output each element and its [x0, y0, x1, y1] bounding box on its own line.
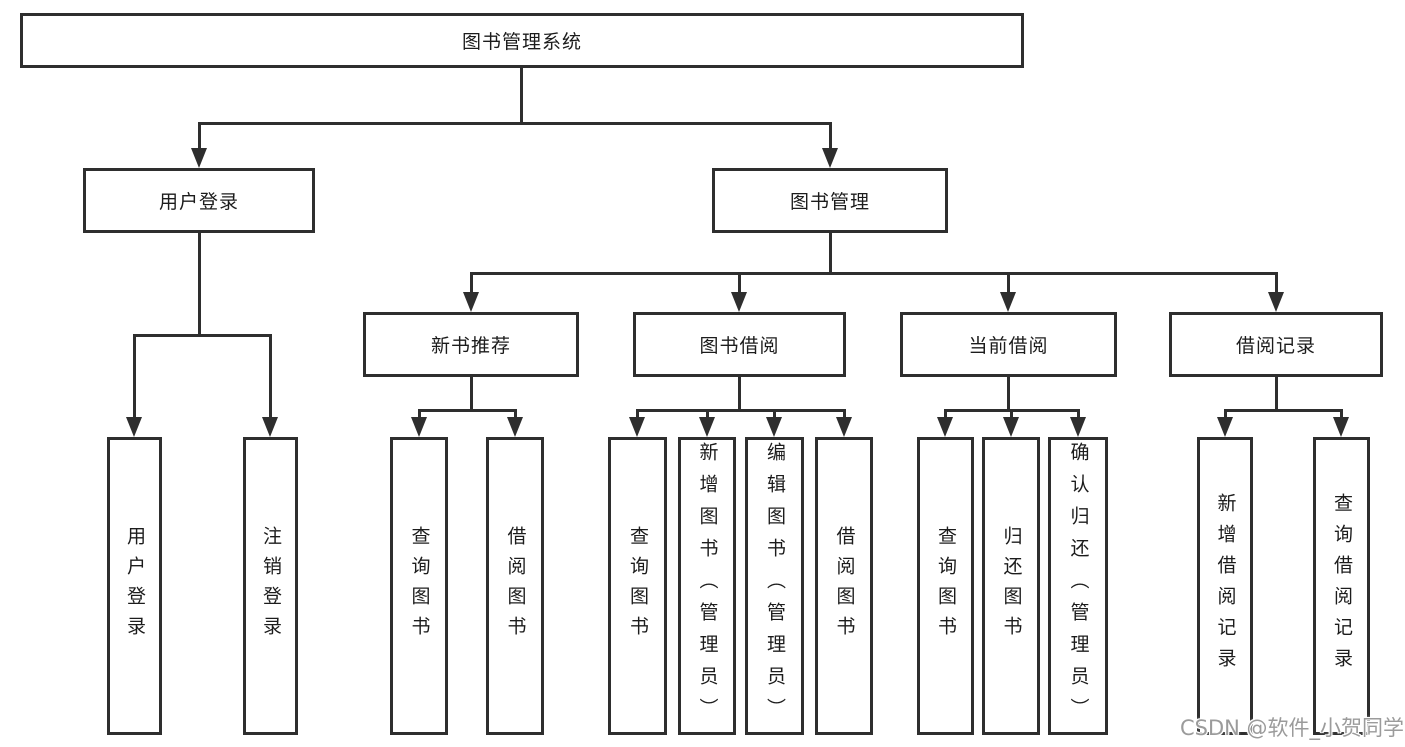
node-user-login-leaf: 用户登录	[107, 437, 162, 735]
node-query-book-borrow-label: 查询图书	[627, 526, 649, 646]
arrowhead-r1	[1217, 417, 1233, 437]
node-book-management-label: 图书管理	[789, 191, 870, 213]
connector-drop-current	[1007, 272, 1010, 293]
node-return-book-label: 归还图书	[1000, 526, 1023, 646]
node-logout-label: 注销登录	[260, 526, 282, 646]
arrowhead-nb2	[507, 417, 523, 437]
connector-drop-c3	[1077, 409, 1080, 417]
connector-drop-b2	[706, 409, 709, 417]
node-add-book-admin: 新增图书（管理员）	[678, 437, 736, 735]
node-confirm-return-admin-label: 确认归还（管理员）	[1067, 442, 1090, 730]
connector-newbook-stub	[470, 377, 473, 409]
node-query-book-newbook-label: 查询图书	[408, 526, 431, 646]
node-user-login-label: 用户登录	[158, 191, 239, 213]
node-user-login-leaf-label: 用户登录	[124, 526, 146, 646]
arrowhead-newbook	[463, 292, 479, 312]
connector-newbook-rail	[418, 409, 517, 412]
arrowhead-login	[191, 148, 207, 168]
connector-records-rail	[1224, 409, 1343, 412]
connector-mgmt-stub	[829, 233, 832, 272]
connector-drop-mgmt	[829, 122, 832, 150]
connector-drop-login	[198, 122, 201, 150]
node-borrow-book-borrow: 借阅图书	[815, 437, 873, 735]
connector-drop-b4	[843, 409, 846, 417]
connector-drop-b3	[773, 409, 776, 417]
arrowhead-borrow	[731, 292, 747, 312]
node-new-book-recommend: 新书推荐	[363, 312, 579, 377]
connector-level2-rail	[198, 122, 832, 125]
connector-root-stub	[520, 68, 523, 122]
arrowhead-nb1	[411, 417, 427, 437]
connector-drop-r2	[1340, 409, 1343, 417]
connector-level3-rail	[470, 272, 1278, 275]
node-add-borrow-record: 新增借阅记录	[1197, 437, 1253, 735]
connector-records-stub	[1275, 377, 1278, 409]
node-edit-book-admin-label: 编辑图书（管理员）	[764, 442, 786, 730]
connector-drop-nb1	[418, 409, 421, 417]
connector-drop-nb2	[514, 409, 517, 417]
node-query-book-newbook: 查询图书	[390, 437, 448, 735]
arrowhead-b1	[629, 417, 645, 437]
connector-drop-b1	[636, 409, 639, 417]
arrowhead-login-leaf2	[262, 417, 278, 437]
node-book-management: 图书管理	[712, 168, 948, 233]
connector-drop-records	[1275, 272, 1278, 293]
connector-login-rail	[133, 334, 272, 337]
connector-drop-newbook	[470, 272, 473, 293]
node-current-borrow-label: 当前借阅	[968, 335, 1049, 357]
arrowhead-current	[1000, 292, 1016, 312]
node-logout: 注销登录	[243, 437, 298, 735]
arrowhead-login-leaf1	[126, 417, 142, 437]
arrowhead-records	[1268, 292, 1284, 312]
node-borrow-records-label: 借阅记录	[1235, 335, 1316, 357]
node-confirm-return-admin: 确认归还（管理员）	[1048, 437, 1108, 735]
arrowhead-b4	[836, 417, 852, 437]
node-edit-book-admin: 编辑图书（管理员）	[745, 437, 804, 735]
connector-drop-r1	[1224, 409, 1227, 417]
node-query-borrow-record: 查询借阅记录	[1313, 437, 1370, 735]
node-book-borrow: 图书借阅	[633, 312, 846, 377]
node-current-borrow: 当前借阅	[900, 312, 1117, 377]
arrowhead-c2	[1003, 417, 1019, 437]
node-add-borrow-record-label: 新增借阅记录	[1214, 493, 1237, 679]
connector-drop-login-leaf2	[269, 334, 272, 417]
node-query-book-current: 查询图书	[917, 437, 974, 735]
connector-drop-borrow	[738, 272, 741, 293]
connector-current-stub	[1007, 377, 1010, 409]
arrowhead-mgmt	[822, 148, 838, 168]
watermark-text: CSDN @软件_小贺同学	[1180, 716, 1405, 740]
arrowhead-r2	[1333, 417, 1349, 437]
node-query-book-current-label: 查询图书	[935, 526, 957, 646]
arrowhead-c3	[1070, 417, 1086, 437]
node-library-system-label: 图书管理系统	[461, 31, 582, 53]
connector-drop-c1	[944, 409, 947, 417]
node-return-book: 归还图书	[982, 437, 1040, 735]
node-library-system: 图书管理系统	[20, 13, 1024, 68]
arrowhead-c1	[937, 417, 953, 437]
connector-login-stub	[198, 233, 201, 334]
connector-borrow-stub	[738, 377, 741, 409]
node-query-borrow-record-label: 查询借阅记录	[1331, 493, 1353, 679]
connector-borrow-rail	[636, 409, 846, 412]
arrowhead-b3	[766, 417, 782, 437]
node-borrow-book-borrow-label: 借阅图书	[833, 526, 856, 646]
node-borrow-records: 借阅记录	[1169, 312, 1383, 377]
node-add-book-admin-label: 新增图书（管理员）	[696, 442, 719, 730]
arrowhead-b2	[699, 417, 715, 437]
node-book-borrow-label: 图书借阅	[699, 335, 780, 357]
node-user-login: 用户登录	[83, 168, 315, 233]
node-query-book-borrow: 查询图书	[608, 437, 667, 735]
node-borrow-book-newbook: 借阅图书	[486, 437, 544, 735]
connector-drop-login-leaf1	[133, 334, 136, 417]
connector-drop-c2	[1010, 409, 1013, 417]
node-borrow-book-newbook-label: 借阅图书	[504, 526, 527, 646]
node-new-book-recommend-label: 新书推荐	[430, 335, 511, 357]
